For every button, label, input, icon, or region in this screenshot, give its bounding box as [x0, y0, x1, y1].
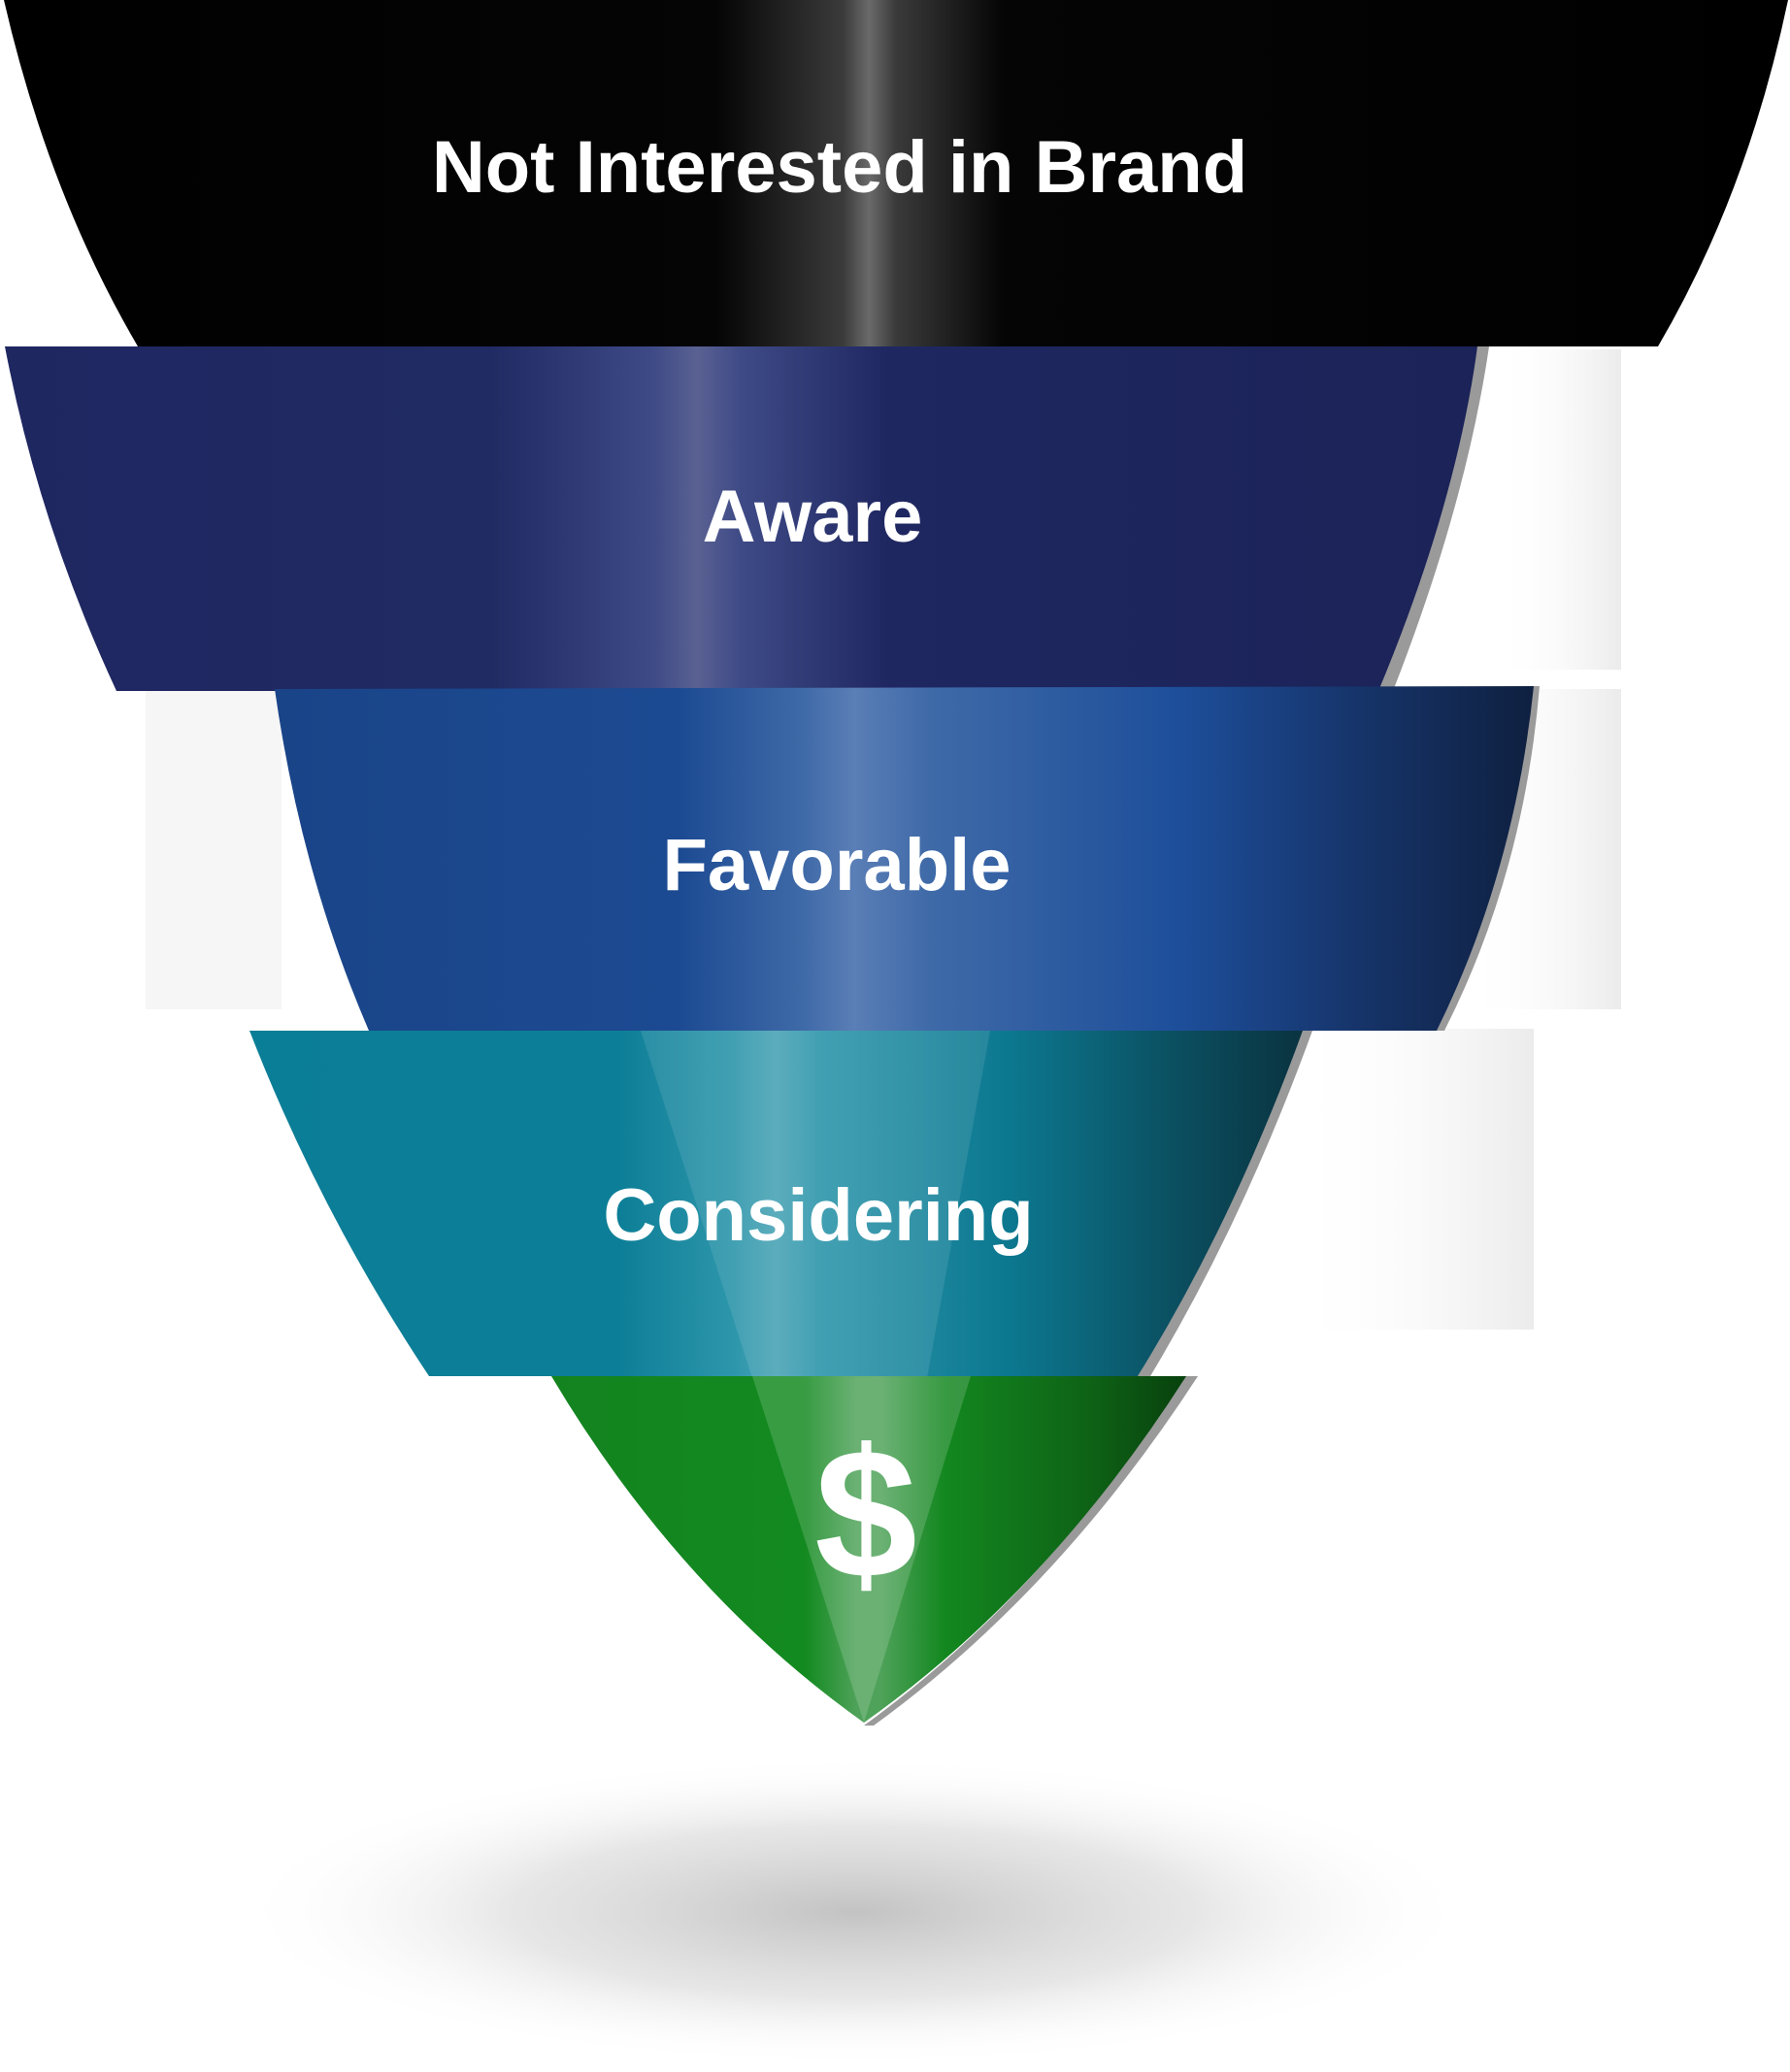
stage-2-label: Aware — [703, 476, 923, 558]
stage-1-label: Not Interested in Brand — [432, 126, 1247, 209]
dollar-icon: $ — [814, 1411, 917, 1617]
floor-shadow — [233, 1757, 1475, 2067]
funnel-stage-1 — [4, 0, 1788, 346]
cast-shadow-4 — [1291, 1029, 1534, 1330]
stage-4-label: Considering — [603, 1174, 1033, 1257]
stage-3-label: Favorable — [662, 824, 1011, 906]
funnel-stage-5 — [551, 1376, 1186, 1723]
funnel-stage-2 — [5, 346, 1477, 691]
stage-5-highlight — [752, 1376, 971, 1723]
cast-shadow-left-3 — [146, 689, 282, 1009]
stage-5-rim — [864, 1376, 1198, 1726]
cast-shadow-2 — [1495, 349, 1621, 670]
funnel-stage-3 — [275, 686, 1534, 1031]
funnel-stage-4 — [249, 1031, 1303, 1376]
